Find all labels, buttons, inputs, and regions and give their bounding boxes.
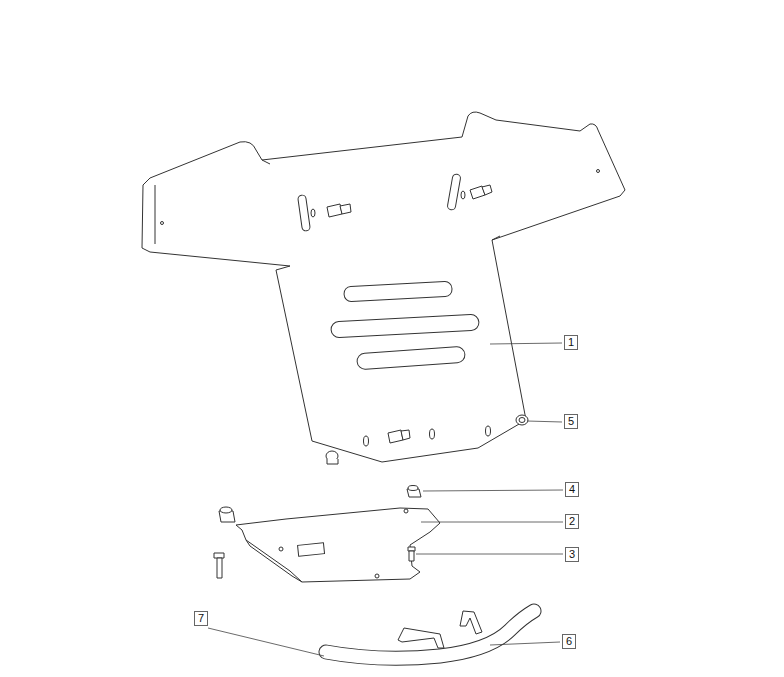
plate-fold [155, 160, 500, 244]
mount-slot [298, 195, 311, 232]
skid-plate [142, 112, 625, 462]
callout-number: 6 [562, 634, 576, 649]
callout-number: 3 [565, 547, 579, 562]
front-bar [326, 611, 534, 658]
bar-tab [398, 628, 444, 648]
bracket-hole [404, 509, 408, 513]
front-bar [326, 611, 534, 658]
mount-hole [311, 209, 315, 217]
bar-tab [460, 611, 482, 634]
mount-hole [430, 429, 435, 439]
bracket-hole [375, 574, 379, 578]
bracket-hole [298, 543, 325, 557]
mount-hole [461, 191, 465, 199]
bolt [214, 547, 415, 578]
callout-number: 4 [565, 482, 579, 497]
plate-slot [331, 314, 480, 338]
mount-slot [447, 174, 461, 211]
plate-slot [344, 281, 453, 302]
plate-hole [597, 170, 600, 173]
bolt [326, 185, 528, 464]
bracket-edge [246, 540, 302, 582]
callout-number: 7 [194, 611, 208, 626]
callout-number: 5 [564, 414, 578, 429]
plate-hole [161, 222, 164, 225]
mount-bracket [236, 508, 440, 582]
leader-line [208, 343, 563, 656]
mount-hole [364, 436, 369, 446]
plate-slot [357, 346, 466, 369]
bracket-hole [279, 547, 283, 551]
callout-number: 2 [565, 514, 579, 529]
nut [219, 486, 421, 523]
mount-hole [486, 426, 491, 436]
callout-number: 1 [564, 335, 578, 350]
